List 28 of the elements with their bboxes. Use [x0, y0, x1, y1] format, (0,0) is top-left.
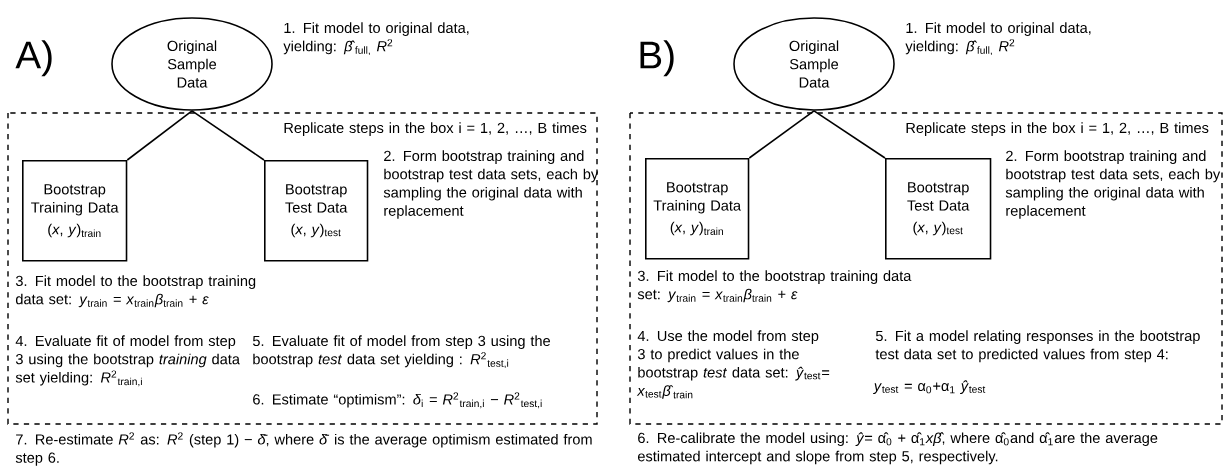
panel-label: A)	[15, 40, 52, 77]
data-box: Bootstrap Training Data (x, y)$_{train}$	[645, 158, 750, 260]
panel-label: B)	[640, 40, 674, 77]
step-text: 6. Estimate “optimism”: δ$_{i}$ = R$^{2}$$_{train,i}$ − R$^{2}$test,i	[253, 392, 542, 409]
step-text: 5. Fit a model relating responses in the bootstrap test data set to predicted values from step 4:	[875, 330, 1200, 363]
step-text: 4. Use the model from step 3 to predict values in the bootstrap test data set: ŷ$_{test}$= x$_{test}$β̂$_{train}$	[636, 330, 830, 399]
data-box: Bootstrap Training Data (x, y)$_{train}$	[22, 160, 128, 262]
step-text: 1. Fit model to original data, yielding: β̂$_{full,}$ R$^{2}$	[283, 22, 469, 56]
step-text: 2. Form bootstrap training and bootstrap test data sets, each by sampling the original data with replacement	[1005, 150, 1221, 219]
step-text: 5. Evaluate fit of model from step 3 using the bootstrap test data set yielding : R$^{2}$test,i	[252, 335, 550, 369]
ellipse-node: Original Sample Data	[111, 17, 273, 111]
ellipse-node: Original Sample Data	[733, 17, 895, 111]
connector-line	[126, 110, 193, 161]
step-text: 3. Fit model to the bootstrap training data set: y$_{train}$ = x$_{train}$β$_{train}$ + ε	[15, 275, 256, 308]
connector-line	[813, 110, 886, 159]
step-text: 2. Form bootstrap training and bootstrap test data sets, each by sampling the original data with replacement	[383, 150, 599, 219]
connector-line	[191, 110, 265, 161]
step-text: Replicate steps in the box i = 1, 2, …, B times	[906, 122, 1209, 136]
step-text: 7. Re-estimate R$^{2}$ as: R$^{2}$ (step 1) − δ̄, where δ̄ is the average optimism estimated from step 6.	[15, 432, 592, 466]
step-text: 4. Evaluate fit of model from step 3 using the bootstrap training data set yielding: R$^{2}$train,i	[15, 335, 240, 387]
connector-line	[748, 110, 815, 159]
data-box: Bootstrap Test Data (x, y)$_{test}$	[264, 160, 369, 262]
step-text: Replicate steps in the box i = 1, 2, …, B times	[284, 122, 587, 136]
step-text: 1. Fit model to original data, yielding: β̂$_{full,}$ R$^{2}$	[905, 22, 1091, 56]
step-text: 6. Re-calibrate the model using: ŷ= α̂$_{0}$ + α̂$_{1}$xβ̂, where α̂$_{0}$and α̂$_{1}$are the average estimated intercept and slope from step 5, respectively.	[637, 432, 1158, 465]
data-box: Bootstrap Test Data (x, y)$_{test}$	[885, 158, 992, 260]
step-text: 3. Fit model to the bootstrap training data set: y$_{train}$ = x$_{train}$β$_{train}$ + ε	[637, 270, 912, 303]
step-text: y$_{test}$ = α$_{0}$+α$_{1}$ ŷ$_{test}$	[873, 380, 986, 394]
